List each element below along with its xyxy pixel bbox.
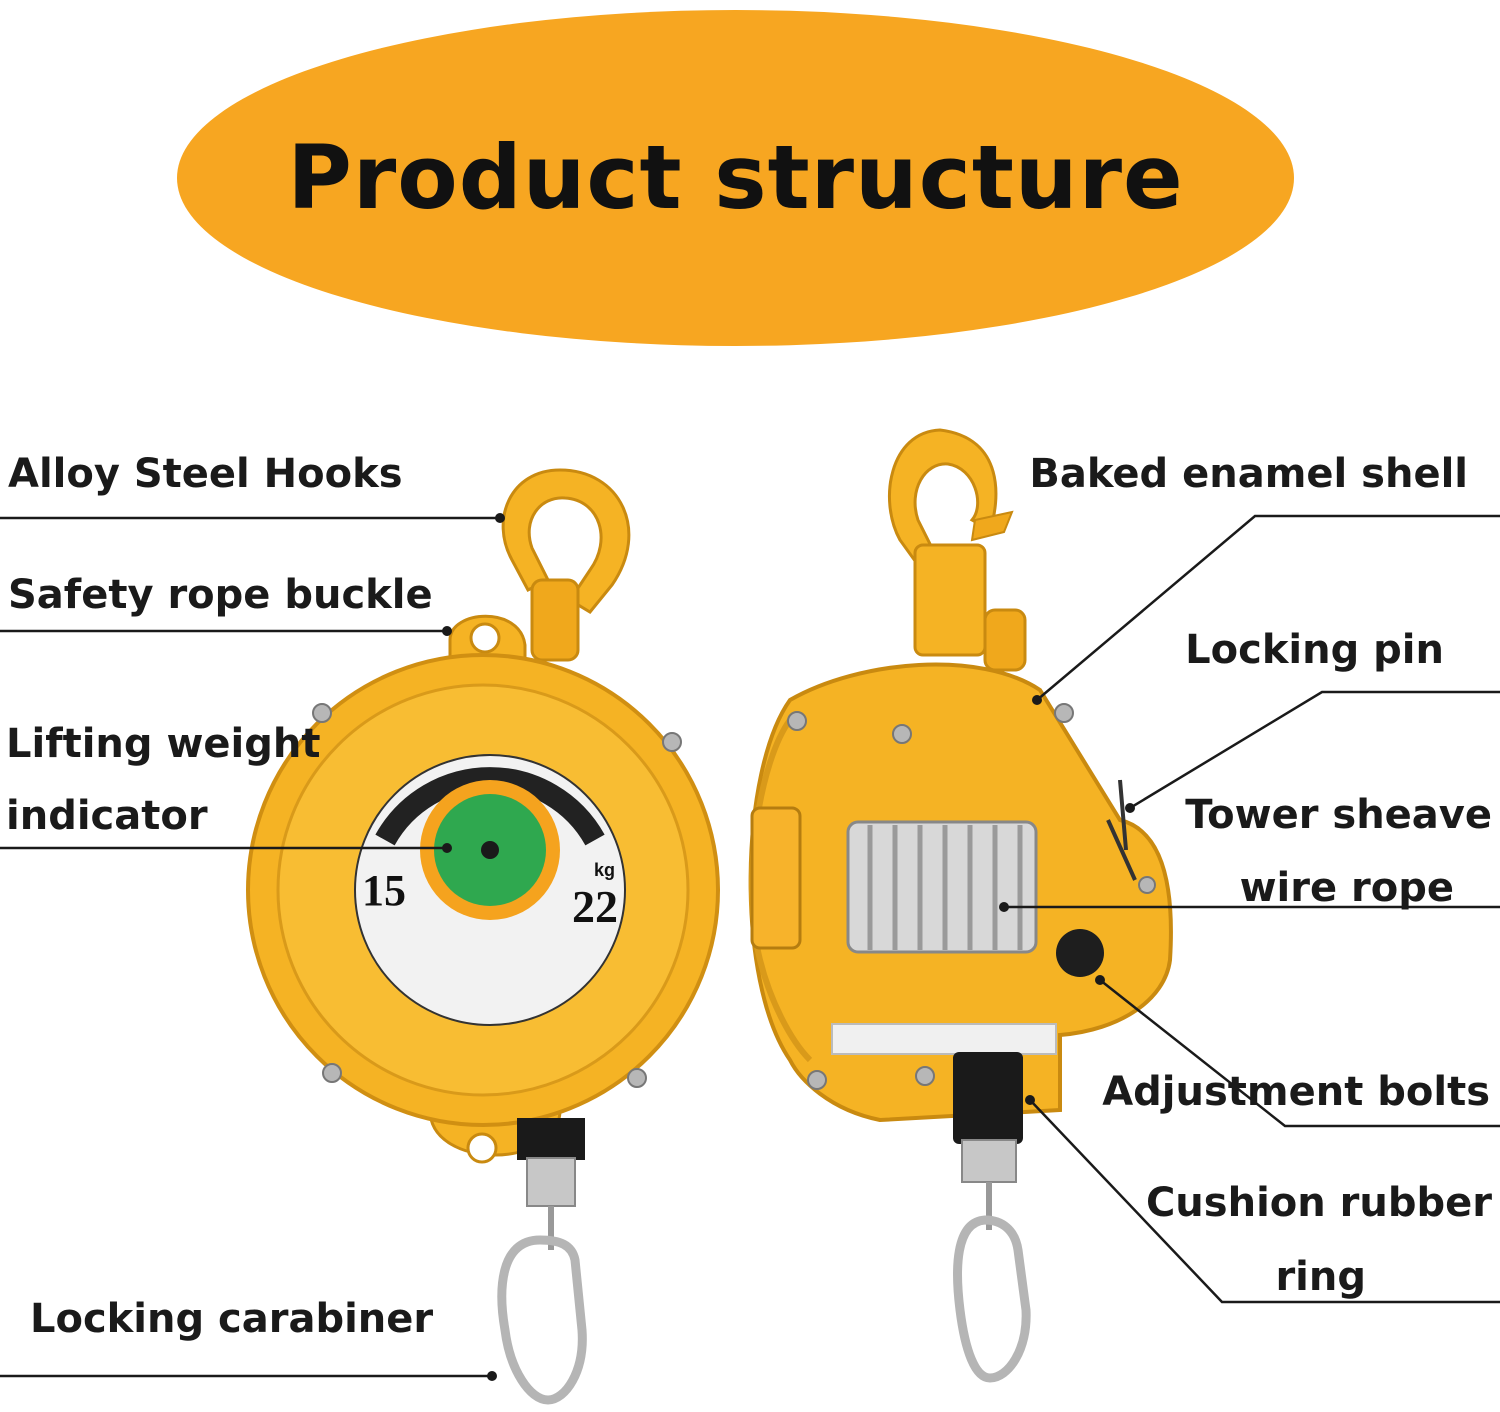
label-baked-enamel-shell: Baked enamel shell [1029, 451, 1468, 497]
cushion-rubber-ring [953, 1052, 1023, 1144]
label-alloy-steel-hooks: Alloy Steel Hooks [8, 451, 403, 497]
dial-max-value: 22 [572, 881, 618, 932]
leader-baked-enamel-shell [1036, 514, 1500, 701]
left-locking-carabiner [497, 1235, 587, 1405]
label-lifting-weight-line2: indicator [6, 793, 208, 839]
label-tower-sheave-line1: Tower sheave [1185, 792, 1492, 838]
label-cushion-rubber-line2: ring [1275, 1254, 1366, 1300]
adjustment-bolt [1056, 929, 1104, 977]
label-lifting-weight-line1: Lifting weight [6, 721, 321, 767]
leader-dots [442, 513, 1135, 1381]
right-locking-carabiner [953, 1215, 1031, 1383]
label-safety-rope-buckle: Safety rope buckle [8, 572, 433, 618]
label-tower-sheave-line2: wire rope [1239, 865, 1454, 911]
leader-adjustment-bolts [1099, 979, 1500, 1128]
right-balancer-side-view [748, 428, 1173, 1383]
label-locking-carabiner: Locking carabiner [30, 1296, 434, 1342]
tower-sheave-wire-rope [846, 820, 1038, 954]
left-balancer-front-view: 15 22 kg [246, 468, 720, 1405]
leader-locking-pin [1129, 690, 1500, 810]
dial-unit: kg [594, 860, 615, 880]
label-cushion-rubber-line1: Cushion rubber [1145, 1180, 1492, 1226]
right-alloy-hook [887, 428, 998, 567]
locking-pin [1106, 779, 1137, 881]
label-locking-pin: Locking pin [1185, 627, 1444, 673]
page-title: Product structure [287, 126, 1184, 229]
leader-cushion-rubber-ring [1029, 1099, 1500, 1304]
left-alloy-hook [501, 468, 631, 614]
leader-lines [0, 514, 1500, 1378]
label-adjustment-bolts: Adjustment bolts [1102, 1069, 1490, 1115]
left-safety-buckle [530, 578, 580, 662]
dial-min-value: 15 [362, 866, 406, 915]
title-banner [177, 10, 1294, 346]
